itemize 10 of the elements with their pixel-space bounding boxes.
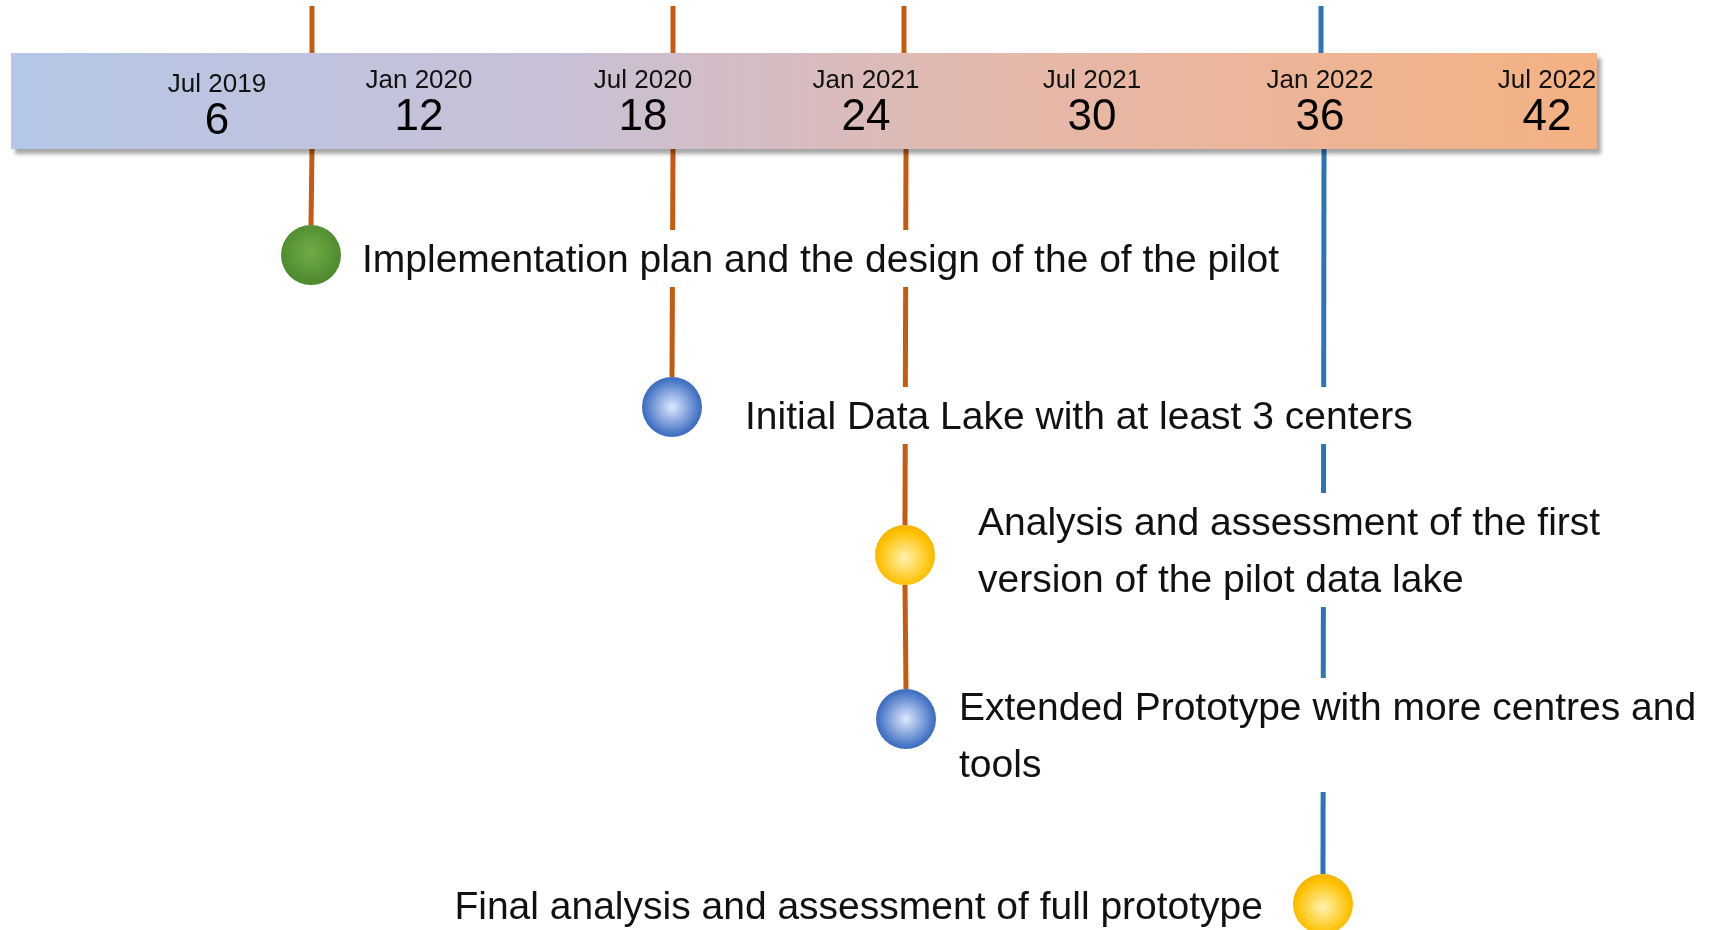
milestone-text: Implementation plan and the design of the of the pilot bbox=[362, 230, 1280, 287]
milestone-text: Initial Data Lake with at least 3 centers bbox=[745, 387, 1413, 444]
milestone-dot bbox=[642, 377, 702, 437]
timeline-connector bbox=[308, 148, 315, 226]
timeline-bar bbox=[11, 53, 1597, 149]
milestone-dot bbox=[876, 689, 936, 749]
milestone-dot bbox=[875, 525, 935, 585]
milestone-dot bbox=[281, 225, 341, 285]
timeline-connector bbox=[902, 584, 909, 690]
milestone-dot bbox=[1293, 874, 1353, 930]
